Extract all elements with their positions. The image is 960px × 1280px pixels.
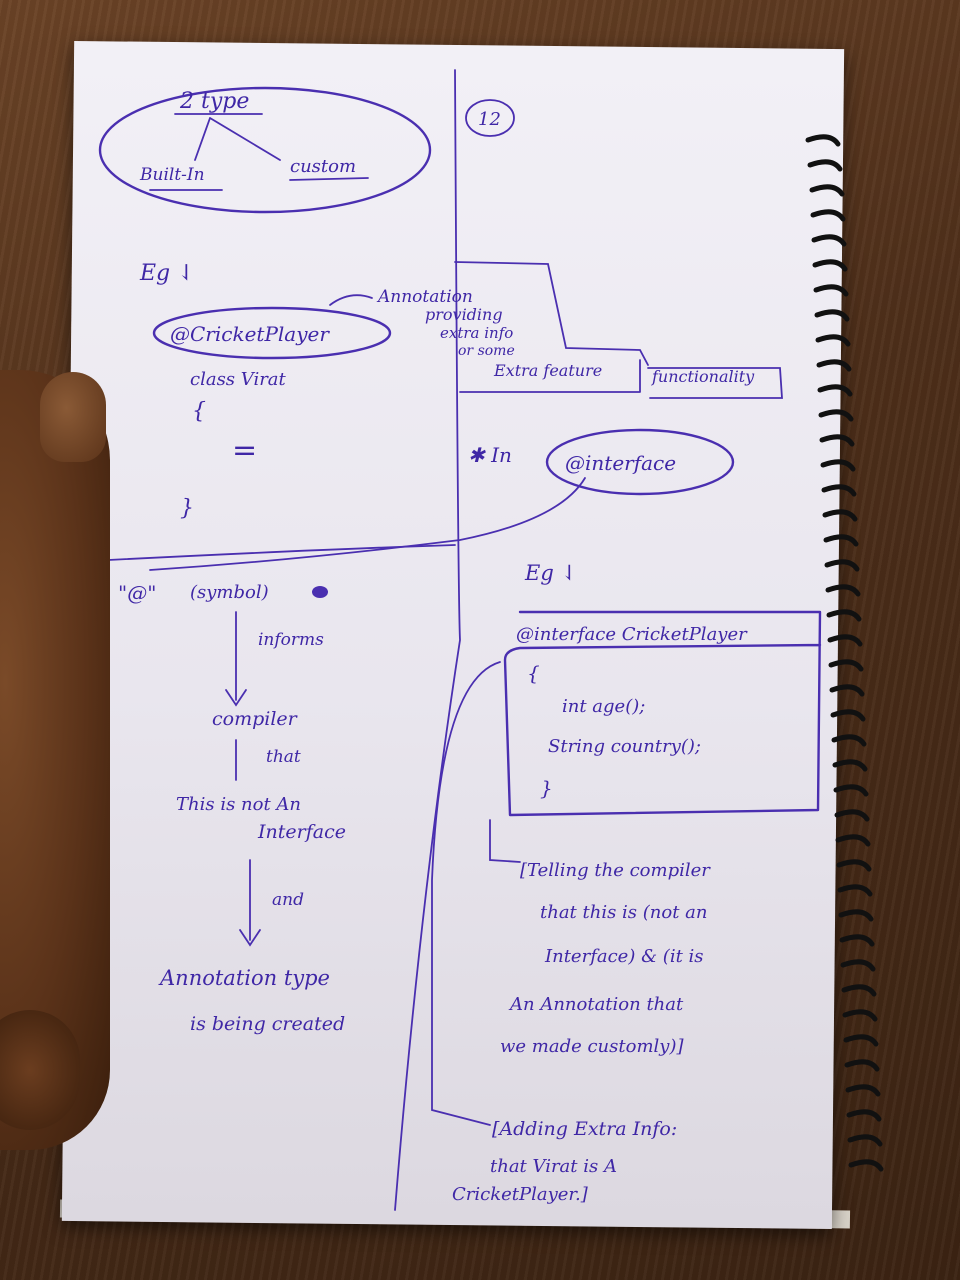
custom-label: custom — [290, 156, 356, 177]
adding-line-3: CricketPlayer.] — [452, 1184, 589, 1205]
annotation-note-3: extra info — [440, 324, 513, 342]
types-oval — [98, 86, 432, 214]
interface-to-at-arrow — [149, 477, 586, 571]
class-body-equals: = — [232, 433, 257, 468]
telling-line-4: An Annotation that — [508, 994, 684, 1015]
star-in-label: ✱ In — [468, 443, 512, 467]
adding-line-1: [Adding Extra Info: — [492, 1118, 677, 1140]
annotation-note-6: functionality — [651, 367, 755, 386]
custom-underline — [289, 177, 369, 181]
adding-line-2: that Virat is A — [490, 1156, 617, 1177]
and-label: and — [272, 890, 304, 910]
interface-brace-close: } — [540, 776, 553, 800]
page-number-circle — [465, 99, 515, 137]
this-is-not-label: This is not An — [176, 794, 301, 815]
interface-keyword: @interface — [565, 451, 676, 475]
page-number: 12 — [478, 109, 501, 130]
cricketplayer-annotation-oval — [152, 306, 392, 360]
class-open-brace: { — [192, 399, 206, 424]
interface-declaration: @interface CricketPlayer — [516, 624, 748, 645]
adding-arrow — [431, 661, 501, 1126]
that-label: that — [266, 747, 301, 767]
telling-line-1: [Telling the compiler — [520, 860, 711, 881]
spiral-binding — [805, 134, 884, 1172]
interface-brace-open: { — [527, 661, 540, 685]
annotation-note-4: or some — [458, 343, 515, 359]
finger — [0, 1010, 80, 1130]
annotation-arrow — [329, 294, 373, 306]
annotation-note-5: Extra feature — [493, 361, 602, 380]
vertical-divider-line — [394, 69, 461, 1211]
class-close-brace: } — [180, 496, 194, 521]
ink-blot — [312, 586, 328, 598]
eg-label-bottom: Eg ⇃ — [524, 561, 578, 585]
symbol-label: (symbol) — [190, 582, 269, 603]
interface-label: Interface — [257, 821, 346, 843]
eg-label-top: Eg ⇃ — [139, 261, 196, 286]
cricketplayer-annotation: @CricketPlayer — [170, 322, 330, 346]
informs-label: informs — [258, 630, 324, 650]
telling-line-5: we made customly)] — [500, 1036, 684, 1057]
telling-line-3: Interface) & (it is — [544, 946, 704, 967]
annotation-note-2: providing — [425, 305, 503, 324]
flow-arrowhead-1 — [225, 689, 247, 707]
annotation-note-box — [454, 261, 783, 399]
telling-line-2: that this is (not an — [540, 902, 708, 923]
interface-decl-box — [503, 610, 822, 817]
int-age-method: int age(); — [562, 696, 645, 717]
is-being-created-label: is being created — [190, 1013, 345, 1035]
compiler-label: compiler — [212, 708, 299, 730]
string-country-method: String country(); — [548, 736, 701, 757]
annotation-note-1: Annotation — [376, 287, 473, 307]
telling-arrow — [489, 819, 521, 863]
builtin-label: Built-In — [139, 165, 205, 185]
class-virat-line: class Virat — [190, 369, 287, 390]
interface-keyword-oval — [545, 428, 735, 496]
thumb — [40, 372, 106, 462]
annotation-type-label: Annotation type — [158, 966, 330, 990]
at-symbol: "@" — [118, 581, 156, 605]
types-heading: 2 type — [179, 89, 249, 114]
types-arrows — [194, 117, 281, 161]
flow-arrowhead-3 — [239, 929, 261, 947]
